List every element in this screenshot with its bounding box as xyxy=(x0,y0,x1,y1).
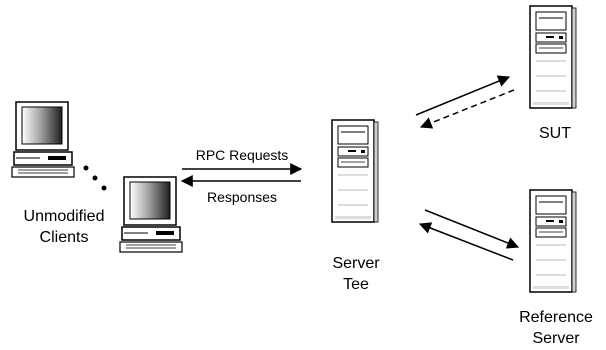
reference-server-label: Server xyxy=(532,330,580,347)
clients-label: Clients xyxy=(40,229,89,246)
sut-label: SUT xyxy=(539,125,571,142)
server-tee-icon xyxy=(331,119,379,223)
clients-label: Unmodified xyxy=(24,208,105,225)
client-computer-icon xyxy=(119,176,183,253)
reference-to-tee-arrow xyxy=(418,222,514,261)
tee-to-reference-arrow xyxy=(424,209,520,249)
reference-server-icon xyxy=(529,189,577,293)
server-tee-label: Server xyxy=(332,255,380,272)
reference-server-label: Reference xyxy=(519,309,593,326)
sut-server-icon xyxy=(529,5,577,109)
server-tee-label: Tee xyxy=(343,276,369,293)
rpc-requests-label: RPC Requests xyxy=(196,147,289,163)
responses-label: Responses xyxy=(207,189,277,205)
sut-to-tee-dashed-arrow xyxy=(419,89,515,129)
tee-to-sut-arrow xyxy=(415,75,511,116)
ellipsis-dots xyxy=(83,165,107,191)
client-computer-icon xyxy=(11,101,75,178)
